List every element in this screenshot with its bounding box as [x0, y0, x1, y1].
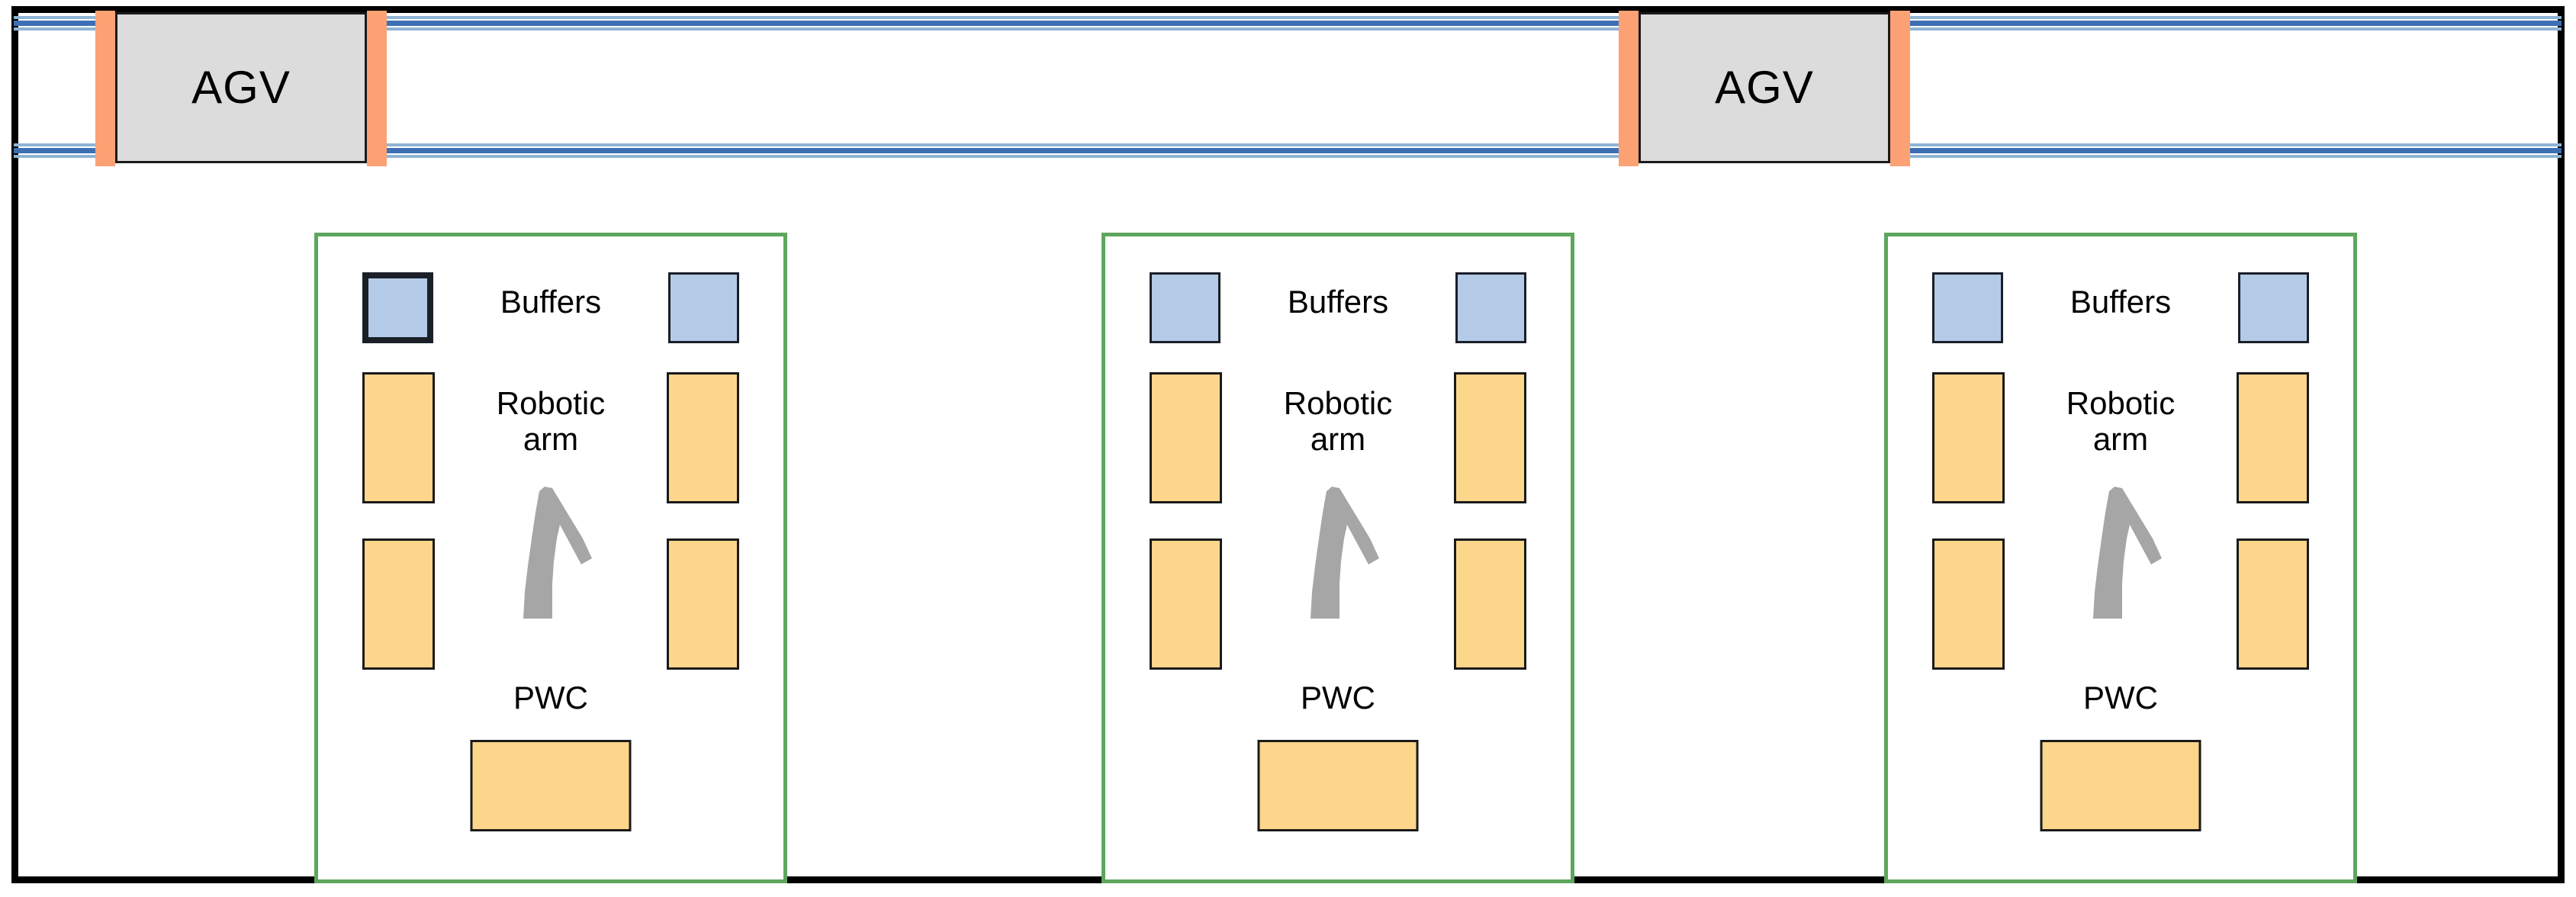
- robotic-arm-label-3: Robotic arm: [2056, 385, 2185, 457]
- buffer-right-3[interactable]: [2238, 272, 2309, 343]
- pwc-station-3[interactable]: [2040, 740, 2201, 831]
- rail-line-upper-thick: [14, 21, 2562, 26]
- manufacturing-cell-3[interactable]: Buffers Robotic arm PWC: [1884, 233, 2357, 883]
- robotic-arm-label-line1-3: Robotic: [2066, 385, 2176, 421]
- agv-bumper-right-icon: [1890, 11, 1910, 166]
- machine-top-left-3[interactable]: [1932, 372, 2005, 503]
- agv-bumper-left-icon: [1619, 11, 1639, 166]
- manufacturing-cell-1[interactable]: Buffers Robotic arm PWC: [314, 233, 787, 883]
- rail-line-lower-thick: [14, 148, 2562, 153]
- upper-agv-rail: [14, 16, 2562, 31]
- agv-unit-2[interactable]: AGV: [1619, 11, 1910, 166]
- robotic-arm-label-1: Robotic arm: [486, 385, 616, 457]
- robotic-arm-label-line2-3: arm: [2092, 421, 2149, 458]
- agv-bumper-right-icon: [367, 11, 387, 166]
- buffer-right-1[interactable]: [668, 272, 739, 343]
- agv-unit-1[interactable]: AGV: [95, 11, 387, 166]
- rail-line-upper-thin-top: [14, 16, 2562, 19]
- rail-line-lower-thin-top: [14, 143, 2562, 146]
- robotic-arm-icon-1: [497, 485, 604, 619]
- robotic-arm-label-line2-2: arm: [1310, 421, 1366, 458]
- agv-body-1: AGV: [115, 12, 367, 163]
- agv-body-2: AGV: [1639, 12, 1890, 163]
- buffer-left-3[interactable]: [1932, 272, 2003, 343]
- agv-bumper-left-icon: [95, 11, 115, 166]
- machine-top-right-2[interactable]: [1454, 372, 1526, 503]
- machine-bottom-left-3[interactable]: [1932, 539, 2005, 670]
- pwc-station-1[interactable]: [470, 740, 632, 831]
- agv-label-2: AGV: [1715, 62, 1814, 113]
- pwc-station-2[interactable]: [1257, 740, 1419, 831]
- machine-bottom-left-2[interactable]: [1150, 539, 1222, 670]
- buffer-left-2[interactable]: [1150, 272, 1220, 343]
- robotic-arm-label-line1-2: Robotic: [1283, 385, 1393, 421]
- machine-top-right-3[interactable]: [2237, 372, 2309, 503]
- machine-bottom-right-1[interactable]: [667, 539, 739, 670]
- machine-bottom-left-1[interactable]: [362, 539, 435, 670]
- robotic-arm-icon-3: [2067, 485, 2174, 619]
- buffers-label-3: Buffers: [2069, 284, 2172, 320]
- machine-top-right-1[interactable]: [667, 372, 739, 503]
- robotic-arm-label-line2-1: arm: [523, 421, 579, 458]
- buffer-left-1[interactable]: [362, 272, 433, 343]
- machine-top-left-1[interactable]: [362, 372, 435, 503]
- machine-bottom-right-2[interactable]: [1454, 539, 1526, 670]
- manufacturing-cell-2[interactable]: Buffers Robotic arm PWC: [1101, 233, 1574, 883]
- buffers-label-1: Buffers: [500, 284, 602, 320]
- robotic-arm-label-line1-1: Robotic: [496, 385, 606, 421]
- lower-agv-rail: [14, 143, 2562, 158]
- rail-line-upper-thin-bottom: [14, 27, 2562, 31]
- pwc-label-2: PWC: [1301, 680, 1375, 715]
- robotic-arm-label-2: Robotic arm: [1273, 385, 1403, 457]
- rail-line-lower-thin-bottom: [14, 155, 2562, 158]
- pwc-label-1: PWC: [513, 680, 588, 715]
- machine-top-left-2[interactable]: [1150, 372, 1222, 503]
- machine-bottom-right-3[interactable]: [2237, 539, 2309, 670]
- agv-label-1: AGV: [191, 62, 291, 113]
- buffers-label-2: Buffers: [1287, 284, 1389, 320]
- buffer-right-2[interactable]: [1455, 272, 1526, 343]
- pwc-label-3: PWC: [2083, 680, 2158, 715]
- robotic-arm-icon-2: [1285, 485, 1391, 619]
